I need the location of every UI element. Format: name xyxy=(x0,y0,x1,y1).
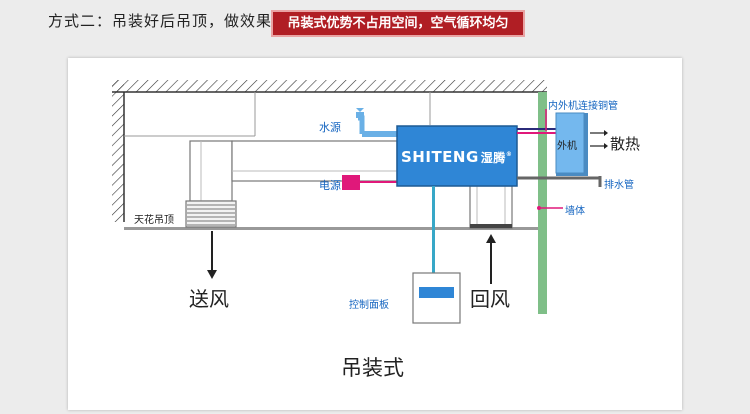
supply-air-arrow xyxy=(207,231,217,279)
water-source-label: 水源 xyxy=(319,121,341,134)
header-text: 方式二：吊装好后吊顶，做效果 xyxy=(48,12,273,30)
suspended-ceiling xyxy=(124,227,539,230)
power-source-label: 电源 xyxy=(319,179,341,192)
heat-arrows xyxy=(590,130,608,149)
wall-label: 墙体 xyxy=(565,206,585,217)
heat-dissipation-label: 散热 xyxy=(610,135,641,153)
supply-air-label: 送风 xyxy=(189,287,229,311)
outdoor-unit-label: 外机 xyxy=(557,141,577,152)
indoor-unit xyxy=(396,125,518,187)
supply-grille xyxy=(185,200,237,228)
power-cable xyxy=(342,175,397,190)
header-badge: 吊装式优势不占用空间，空气循环均匀 xyxy=(271,10,525,37)
return-air-frame xyxy=(469,185,513,229)
green-wall xyxy=(538,92,547,314)
brand-name: SHITENG xyxy=(401,148,479,166)
copper-pipe-label: 内外机连接铜管 xyxy=(548,101,618,112)
control-panel xyxy=(412,272,461,324)
outdoor-unit-box xyxy=(555,112,588,176)
drain-pipe-label: 排水管 xyxy=(604,180,634,191)
left-wall xyxy=(112,80,125,222)
control-wire xyxy=(432,186,435,274)
return-air-arrow xyxy=(486,234,496,284)
water-pipe xyxy=(356,108,397,137)
control-panel-label: 控制面板 xyxy=(349,300,389,311)
ceiling-label: 天花吊顶 xyxy=(134,215,174,226)
diagram-caption: 吊装式 xyxy=(341,356,404,380)
brand-name-cn: 湿腾 xyxy=(480,151,506,165)
supply-duct xyxy=(189,140,398,202)
ceiling-slab xyxy=(112,80,547,93)
return-air-label: 回风 xyxy=(470,287,510,311)
drain-pipe-line xyxy=(517,176,602,187)
